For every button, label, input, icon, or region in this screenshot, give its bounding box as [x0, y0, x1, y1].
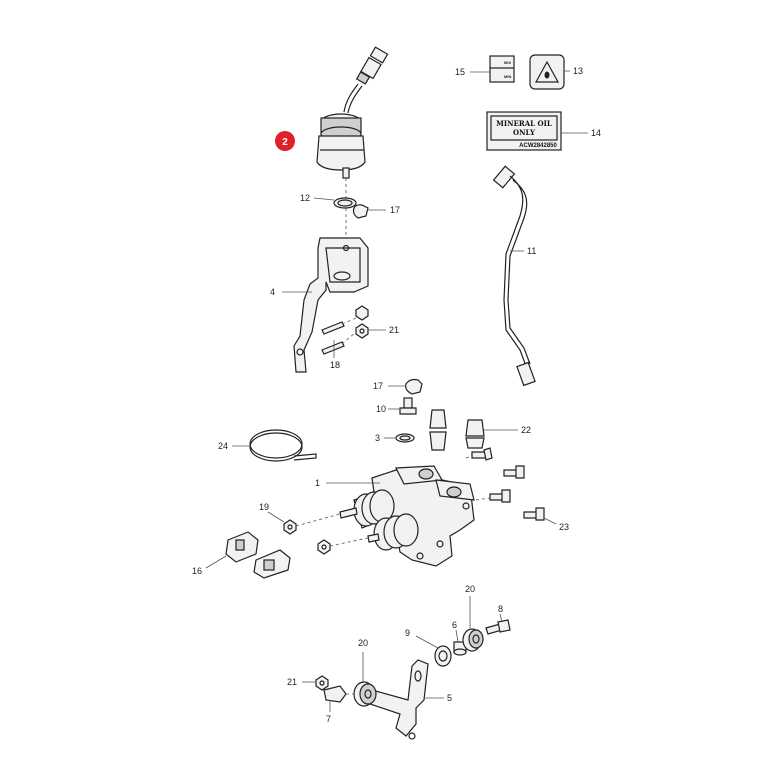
bolt-8 — [485, 619, 511, 635]
small-label-line1: MIX — [504, 60, 511, 65]
washer-3 — [395, 433, 415, 443]
callout-6: 6 — [452, 620, 457, 630]
callout-1: 1 — [315, 478, 320, 488]
small-label-line2: MIN — [504, 74, 511, 79]
label-plate-line2: ONLY — [513, 128, 536, 137]
label-15: MIX MIN — [489, 55, 515, 83]
callout-20-left: 20 — [358, 638, 368, 648]
callout-17-lower: 17 — [373, 381, 383, 391]
callout-4: 4 — [270, 287, 275, 297]
lower-bracket-5 — [369, 659, 429, 740]
callout-20-right: 20 — [465, 584, 475, 594]
rubber-mount-20-right — [462, 628, 484, 652]
pads-16 — [225, 531, 291, 579]
callout-9: 9 — [405, 628, 410, 638]
callout-11: 11 — [527, 246, 536, 256]
callout-10: 10 — [376, 404, 386, 414]
callout-21-lower: 21 — [287, 677, 297, 687]
nuts-19 — [283, 519, 331, 555]
label-plate-14: MINERAL OIL ONLY ACW2842850 — [486, 111, 562, 151]
callout-12: 12 — [300, 193, 310, 203]
clip-7 — [323, 685, 347, 703]
highlight-number: 2 — [282, 137, 288, 148]
callout-19: 19 — [259, 502, 269, 512]
clip-17-upper — [352, 204, 369, 219]
callout-7: 7 — [326, 714, 331, 724]
callout-23: 23 — [559, 522, 569, 532]
washer-9 — [434, 645, 452, 667]
bracket-4 — [293, 237, 369, 373]
top-fittings — [429, 409, 485, 451]
callout-21-upper: 21 — [389, 325, 399, 335]
stud-18 — [321, 321, 345, 355]
label-plate-code: ACW2842850 — [519, 143, 557, 149]
callout-18: 18 — [330, 360, 340, 370]
callout-13: 13 — [573, 66, 583, 76]
rubber-mount-20-left — [353, 681, 377, 707]
callout-15: 15 — [455, 67, 465, 77]
reservoir-assembly — [316, 46, 389, 179]
nut-21-upper — [355, 305, 369, 339]
callout-14: 14 — [591, 128, 601, 138]
fitting-10 — [399, 397, 417, 415]
callout-22: 22 — [521, 425, 531, 435]
nut-21-lower — [315, 675, 329, 691]
warning-label-13 — [529, 54, 565, 90]
callout-16: 16 — [192, 566, 202, 576]
label-plate-line1: MINERAL OIL — [496, 119, 552, 128]
callout-17-upper: 17 — [390, 205, 400, 215]
callout-5: 5 — [447, 693, 452, 703]
clamp-24 — [249, 429, 317, 462]
bolts-23 — [471, 447, 545, 521]
clip-17-lower — [405, 378, 423, 395]
highlight-badge[interactable]: 2 — [275, 131, 295, 151]
brake-pipe-11 — [492, 165, 536, 387]
callout-24: 24 — [218, 441, 228, 451]
callout-3: 3 — [375, 433, 380, 443]
callout-8: 8 — [498, 604, 503, 614]
master-cylinder-1 — [339, 465, 475, 567]
